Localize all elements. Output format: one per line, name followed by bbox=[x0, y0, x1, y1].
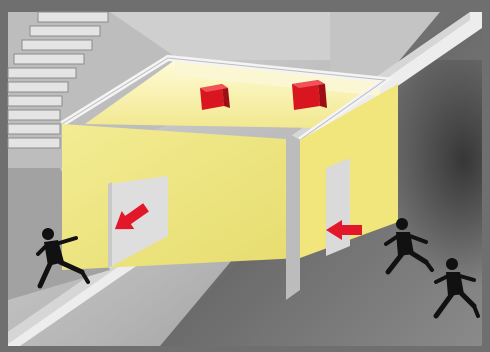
room-front-wall bbox=[62, 124, 300, 270]
alarm-box-icon bbox=[292, 80, 327, 110]
right-door bbox=[326, 158, 350, 256]
room-divider-edge bbox=[286, 132, 300, 300]
alarm-box-icon bbox=[200, 84, 230, 110]
